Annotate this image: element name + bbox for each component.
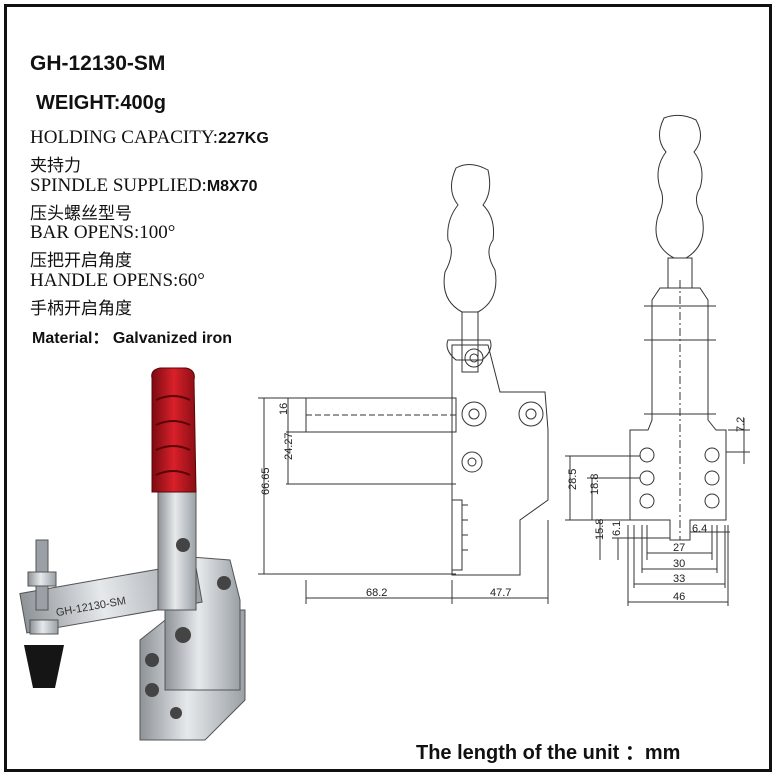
- holding-capacity-label: HOLDING CAPACITY:: [30, 127, 219, 148]
- holding-capacity-spec: HOLDING CAPACITY:227KG: [30, 127, 269, 149]
- model-number: GH-12130-SM: [30, 52, 166, 75]
- dim-28-5: 28.5: [567, 469, 579, 490]
- rubber-tip: [24, 645, 64, 688]
- holding-capacity-cn: 夹持力: [30, 156, 81, 176]
- bar-opens-cn: 压把开启角度: [30, 251, 132, 271]
- clamp-bar: [19, 562, 203, 634]
- handle-opens-spec: HANDLE OPENS:60°: [30, 270, 205, 291]
- page-frame: [4, 4, 772, 772]
- dim-24-27: 24.27: [283, 432, 295, 460]
- front-view-handle: [655, 114, 704, 259]
- bar-opens-spec: BAR OPENS:100°: [30, 222, 176, 243]
- handle-opens-cn: 手柄开启角度: [30, 299, 132, 319]
- holding-capacity-value: 227KG: [218, 130, 269, 147]
- pivot-icon: [176, 538, 190, 552]
- dim-27: 27: [673, 542, 685, 554]
- front-view-body: [629, 287, 727, 541]
- base-hole-icon: [145, 683, 159, 697]
- weight-spec: WEIGHT:400g: [36, 92, 167, 114]
- dim-15-8: 15.8: [594, 519, 606, 540]
- dim-16: 16: [278, 403, 290, 415]
- spindle-cn: 压头螺丝型号: [30, 204, 132, 224]
- base-hole-icon: [170, 707, 182, 719]
- dim-66-65: 66.65: [260, 467, 272, 495]
- material-spec: Material： Galvanized iron: [32, 330, 233, 347]
- spindle-spec: SPINDLE SUPPLIED:M8X70: [30, 175, 258, 197]
- dim-6-1: 6.1: [611, 521, 623, 536]
- side-view-handle: [443, 164, 497, 313]
- side-view-body: [451, 344, 549, 576]
- base-hole-icon: [145, 653, 159, 667]
- dim-46: 46: [673, 591, 685, 603]
- spindle-value: M8X70: [206, 178, 258, 195]
- dim-68-2: 68.2: [366, 587, 387, 599]
- pivot-icon: [217, 576, 231, 590]
- dim-6-4: 6.4: [692, 523, 707, 535]
- pivot-icon: [175, 627, 191, 643]
- unit-note: The length of the unit ：mm: [416, 742, 681, 764]
- dim-33: 33: [673, 573, 685, 585]
- spindle-label: SPINDLE SUPPLIED:: [30, 175, 207, 196]
- dim-47-7: 47.7: [490, 587, 511, 599]
- dim-18-8: 18.8: [589, 474, 601, 495]
- dim-30: 30: [673, 558, 685, 570]
- dim-7-2: 7.2: [735, 417, 747, 432]
- handle-arm: [157, 489, 197, 611]
